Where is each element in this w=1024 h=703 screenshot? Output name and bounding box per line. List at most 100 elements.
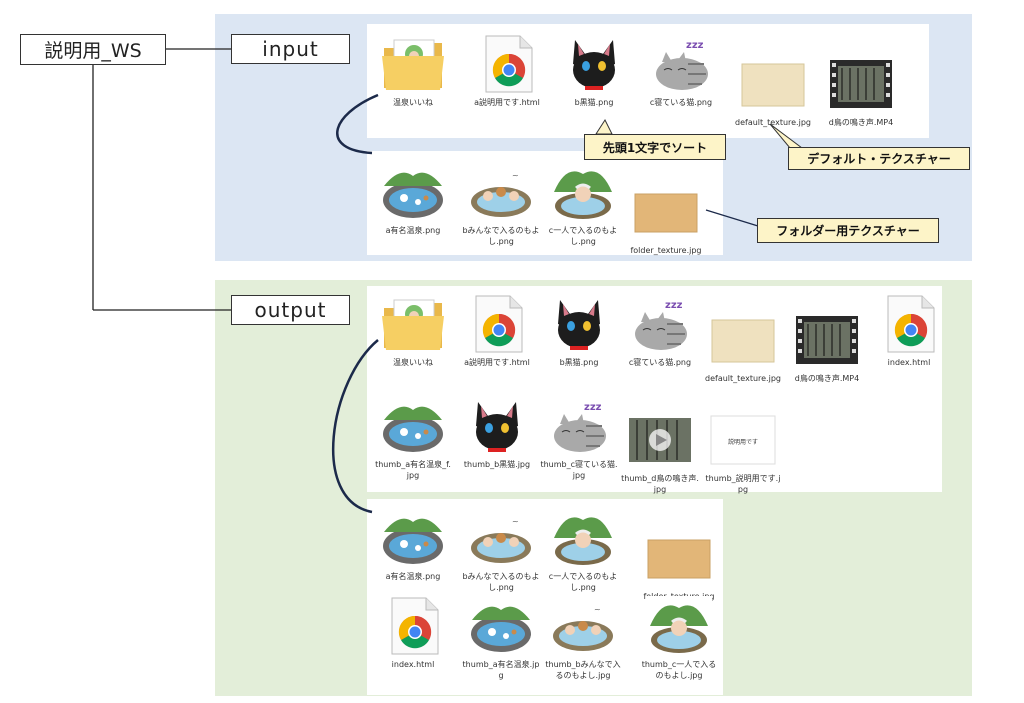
file-item[interactable]: a説明用です.html bbox=[468, 34, 546, 108]
file-item[interactable]: index.html bbox=[870, 294, 948, 368]
file-item[interactable]: 温泉いいね bbox=[374, 34, 452, 108]
file-name: thumb_d鳥の鳴き声.jpg bbox=[621, 474, 699, 494]
chrome-html-icon bbox=[876, 294, 942, 354]
file-name: d鳥の鳴き声.MP4 bbox=[794, 374, 860, 383]
file-item[interactable]: a有名温泉.png bbox=[374, 162, 452, 236]
file-name: folder_texture.jpg bbox=[630, 246, 702, 255]
file-name: thumb_a有名温泉_f.jpg bbox=[375, 460, 451, 480]
onsen-group-icon: ~ bbox=[550, 596, 616, 656]
texture-beige-icon bbox=[740, 54, 806, 114]
file-name: index.html bbox=[887, 358, 931, 367]
svg-text:~: ~ bbox=[594, 605, 601, 614]
svg-text:zzz: zzz bbox=[665, 300, 683, 311]
onsen-single-icon bbox=[550, 162, 616, 222]
sort-callout: 先頭1文字でソート bbox=[584, 134, 726, 160]
file-item[interactable]: zzz c寝ている猫.png bbox=[642, 34, 720, 108]
file-name: default_texture.jpg bbox=[735, 118, 811, 127]
onsen-single-icon bbox=[646, 596, 712, 656]
file-name: bみんなで入るのもよし.png bbox=[462, 572, 540, 592]
file-item[interactable]: 温泉いいね bbox=[374, 294, 452, 368]
file-name: thumb_c寝ている猫.jpg bbox=[540, 460, 618, 480]
file-item[interactable]: thumb_a有名温泉_f.jpg bbox=[374, 396, 452, 481]
file-item[interactable]: zzz thumb_c寝ている猫.jpg bbox=[540, 396, 618, 481]
file-item[interactable]: c一人で入るのもよし.png bbox=[544, 508, 622, 593]
file-name: default_texture.jpg bbox=[705, 374, 781, 383]
file-item[interactable]: ~ bみんなで入るのもよし.png bbox=[462, 162, 540, 247]
file-name: c寝ている猫.png bbox=[628, 358, 692, 367]
file-item[interactable]: d鳥の鳴き声.MP4 bbox=[822, 54, 900, 128]
file-name: c一人で入るのもよし.png bbox=[548, 226, 618, 246]
file-name: bみんなで入るのもよし.png bbox=[462, 226, 540, 246]
black-cat-icon bbox=[561, 34, 627, 94]
text-thumb-icon: 説明用です bbox=[710, 410, 776, 470]
file-item[interactable]: 説明用です thumb_説明用です.jpg bbox=[704, 410, 782, 495]
folder-icon bbox=[380, 34, 446, 94]
file-name: c一人で入るのもよし.png bbox=[548, 572, 618, 592]
file-item[interactable]: folder_texture.jpg bbox=[640, 528, 718, 602]
file-name: d鳥の鳴き声.MP4 bbox=[828, 118, 894, 127]
folder-texture-callout: フォルダー用テクスチャー bbox=[757, 218, 939, 243]
texture-orange-icon bbox=[646, 528, 712, 588]
video-thumb-icon bbox=[627, 410, 693, 470]
file-item[interactable]: default_texture.jpg bbox=[704, 310, 782, 384]
sleeping-cat-icon: zzz bbox=[627, 294, 693, 354]
file-name: 温泉いいね bbox=[393, 98, 433, 107]
file-item[interactable]: thumb_c一人で入るのもよし.jpg bbox=[640, 596, 718, 681]
black-cat-icon bbox=[546, 294, 612, 354]
onsen-single-icon bbox=[550, 508, 616, 568]
file-item[interactable]: ~ bみんなで入るのもよし.png bbox=[462, 508, 540, 593]
chrome-html-icon bbox=[464, 294, 530, 354]
file-item[interactable]: ~thumb_bみんなで入るのもよし.jpg bbox=[544, 596, 622, 681]
onsen-pool-icon bbox=[380, 508, 446, 568]
file-item[interactable]: default_texture.jpg bbox=[734, 54, 812, 128]
onsen-pool-icon bbox=[468, 596, 534, 656]
file-item[interactable]: c一人で入るのもよし.png bbox=[544, 162, 622, 247]
sleeping-cat-icon: zzz bbox=[648, 34, 714, 94]
file-name: b黒猫.png bbox=[559, 358, 599, 367]
file-item[interactable]: b黒猫.png bbox=[555, 34, 633, 108]
black-cat-icon bbox=[464, 396, 530, 456]
svg-text:~: ~ bbox=[512, 171, 519, 180]
file-name: b黒猫.png bbox=[574, 98, 614, 107]
file-item[interactable]: a説明用です.html bbox=[458, 294, 536, 368]
output-label: output bbox=[231, 295, 350, 325]
file-item[interactable]: thumb_b黒猫.jpg bbox=[458, 396, 536, 470]
thumb-text: 説明用です bbox=[728, 438, 758, 446]
workspace-label: 説明用_WS bbox=[20, 34, 166, 65]
file-name: index.html bbox=[391, 660, 435, 669]
file-item[interactable]: index.html bbox=[374, 596, 452, 670]
file-name: a説明用です.html bbox=[474, 98, 540, 107]
file-name: a有名温泉.png bbox=[385, 572, 441, 581]
file-name: thumb_c一人で入るのもよし.jpg bbox=[641, 660, 717, 680]
sleeping-cat-icon: zzz bbox=[546, 396, 612, 456]
file-item[interactable]: zzz c寝ている猫.png bbox=[621, 294, 699, 368]
file-name: c寝ている猫.png bbox=[649, 98, 713, 107]
texture-beige-icon bbox=[710, 310, 776, 370]
onsen-group-icon: ~ bbox=[468, 508, 534, 568]
file-name: a説明用です.html bbox=[464, 358, 530, 367]
file-item[interactable]: d鳥の鳴き声.MP4 bbox=[788, 310, 866, 384]
folder-icon bbox=[380, 294, 446, 354]
onsen-pool-icon bbox=[380, 396, 446, 456]
svg-text:zzz: zzz bbox=[584, 402, 602, 413]
file-name: a有名温泉.png bbox=[385, 226, 441, 235]
file-name: thumb_説明用です.jpg bbox=[705, 474, 781, 494]
default-texture-callout: デフォルト・テクスチャー bbox=[788, 147, 970, 170]
svg-text:zzz: zzz bbox=[686, 40, 704, 51]
file-name: thumb_a有名温泉.jpg bbox=[462, 660, 540, 680]
video-icon bbox=[794, 310, 860, 370]
svg-text:~: ~ bbox=[512, 517, 519, 526]
file-item[interactable]: a有名温泉.png bbox=[374, 508, 452, 582]
chrome-html-icon bbox=[380, 596, 446, 656]
file-item[interactable]: thumb_a有名温泉.jpg bbox=[462, 596, 540, 681]
file-name: thumb_b黒猫.jpg bbox=[463, 460, 531, 469]
onsen-pool-icon bbox=[380, 162, 446, 222]
video-icon bbox=[828, 54, 894, 114]
input-label: input bbox=[231, 34, 350, 64]
file-name: 温泉いいね bbox=[393, 358, 433, 367]
file-item[interactable]: folder_texture.jpg bbox=[627, 182, 705, 256]
texture-orange-icon bbox=[633, 182, 699, 242]
file-item[interactable]: thumb_d鳥の鳴き声.jpg bbox=[621, 410, 699, 495]
onsen-group-icon: ~ bbox=[468, 162, 534, 222]
file-item[interactable]: b黒猫.png bbox=[540, 294, 618, 368]
